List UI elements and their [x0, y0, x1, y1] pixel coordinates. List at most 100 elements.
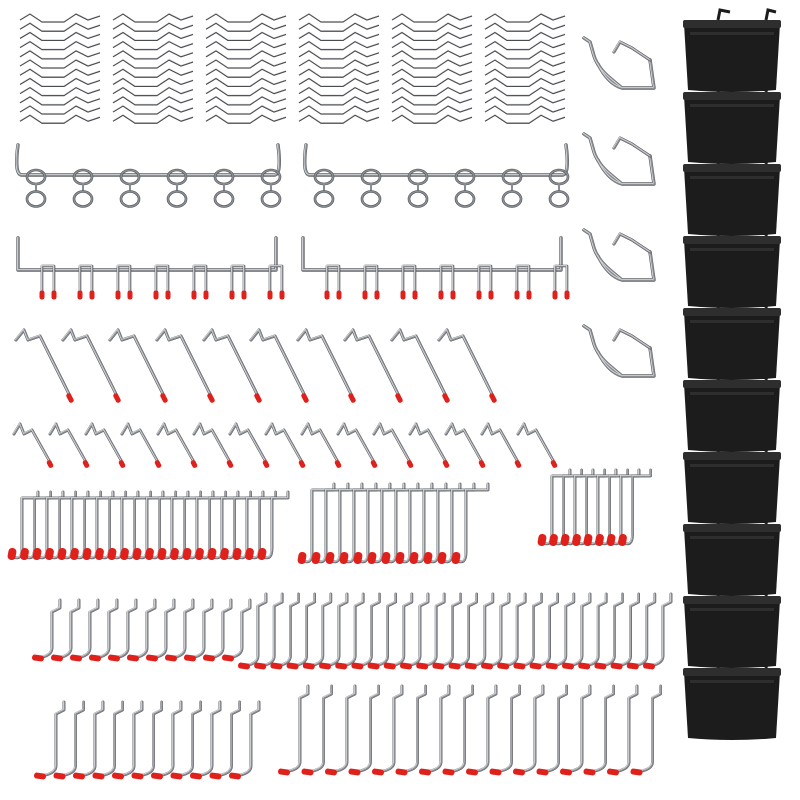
bin-body — [684, 240, 780, 308]
long-straight-hook-highlight — [155, 328, 211, 396]
bin-hanger-tabs — [716, 152, 777, 165]
l-hook — [107, 598, 138, 662]
short-straight-hook-highlight — [480, 422, 518, 462]
locking-clips-group — [19, 12, 566, 124]
clip-wire — [391, 22, 473, 32]
short-straight-hook-highlight — [192, 422, 230, 462]
clip-wire — [484, 96, 566, 106]
clip-wire — [484, 68, 566, 78]
bin-shine — [690, 464, 774, 467]
bin-shine — [690, 104, 774, 107]
l-hook — [489, 684, 521, 776]
l-hook — [432, 592, 462, 670]
holder-pin-pair-highlight — [439, 264, 453, 292]
clip-wire — [19, 114, 101, 124]
pin-tip — [450, 290, 456, 300]
holder-pin-pair — [553, 264, 569, 294]
holder-bar-rod-body — [16, 236, 278, 272]
hook-tip — [190, 460, 198, 468]
holder-pin-pair — [439, 264, 455, 294]
short-straight-hook — [372, 422, 414, 468]
l-hooks-long-left-cluster — [33, 700, 261, 780]
l-hook — [50, 598, 81, 662]
j-hook — [423, 482, 462, 565]
l-hook-tip — [416, 662, 429, 670]
holder-pin-pair — [401, 264, 417, 294]
l-hook — [33, 700, 66, 780]
holder-pin-pair — [116, 264, 132, 294]
clip-wire — [298, 96, 380, 106]
bin-body — [684, 528, 780, 596]
clip-wire-highlight — [112, 40, 194, 50]
j-hook-tip — [353, 551, 363, 565]
clip-wire-highlight — [112, 104, 194, 114]
holder-pin-pair-body — [326, 265, 340, 293]
hook-tip — [254, 393, 262, 403]
j-hook-tip — [606, 533, 616, 547]
bin-body — [684, 456, 780, 524]
j-hook-tip — [437, 551, 447, 565]
bin-body — [684, 96, 780, 164]
l-hook-tip — [107, 654, 121, 662]
j-hook-tip — [120, 547, 129, 561]
l-hook — [286, 592, 316, 670]
holder-pin-pair-body — [41, 265, 55, 293]
holder-pin-pair-body — [79, 265, 93, 293]
l-hook — [324, 684, 357, 776]
l-hook — [69, 598, 100, 662]
pin-tip — [476, 290, 482, 300]
clip-wire — [298, 86, 380, 97]
short-straight-hook-highlight — [264, 422, 302, 462]
bin-rim — [683, 308, 781, 316]
u-bracket-highlight — [582, 228, 654, 280]
j-hook-tip — [618, 533, 627, 547]
clip-wire — [112, 22, 194, 32]
clip-wire — [298, 68, 380, 78]
bin-body — [684, 24, 780, 92]
ring-lower-shine — [26, 190, 46, 208]
holder-pin-pair — [40, 264, 56, 294]
short-straight-hook — [516, 422, 558, 468]
short-straight-hook — [336, 422, 378, 468]
l-hook — [418, 684, 451, 776]
l-hook-tip — [464, 662, 477, 670]
l-hook — [383, 592, 414, 670]
l-hook — [480, 592, 511, 670]
clip-wire-highlight — [484, 58, 566, 68]
short-straight-hook-highlight — [336, 422, 374, 462]
pin-tip — [438, 290, 444, 300]
bin-hanger-tabs — [716, 512, 777, 525]
l-hooks-group — [31, 592, 673, 780]
clip-wire-highlight — [298, 40, 380, 50]
clip-wire-highlight — [112, 114, 194, 123]
bin-rim — [683, 164, 781, 172]
clip-wire-highlight — [19, 86, 101, 96]
short-straight-hook — [48, 422, 90, 468]
l-hook — [277, 684, 310, 776]
pin-tip — [267, 290, 273, 300]
l-hook-tip — [145, 654, 159, 662]
clip-wire — [298, 13, 380, 23]
clip-wire-highlight — [112, 22, 194, 31]
l-hook-tip — [561, 662, 575, 670]
clip-wire — [112, 114, 194, 124]
l-hook-tip — [270, 662, 283, 670]
j-hook — [381, 482, 420, 565]
hook-tip — [207, 393, 215, 403]
long-straight-hook-highlight — [14, 328, 70, 396]
clip-wire-highlight — [205, 31, 287, 40]
clip-stack — [298, 12, 380, 124]
j-hook-tip — [409, 551, 419, 565]
j-hook-tip — [257, 547, 267, 561]
pin-tip — [127, 290, 133, 300]
j-hook-tip — [423, 551, 433, 565]
storage-bin — [683, 656, 781, 740]
j-hook-tip — [207, 547, 217, 561]
pin-tip — [552, 290, 558, 300]
bin-hanger-tabs — [716, 8, 777, 21]
clip-wire — [484, 13, 566, 23]
ring-lower-shine — [167, 190, 187, 208]
j-hook-tip — [220, 547, 229, 561]
clip-wire-highlight — [205, 95, 287, 105]
